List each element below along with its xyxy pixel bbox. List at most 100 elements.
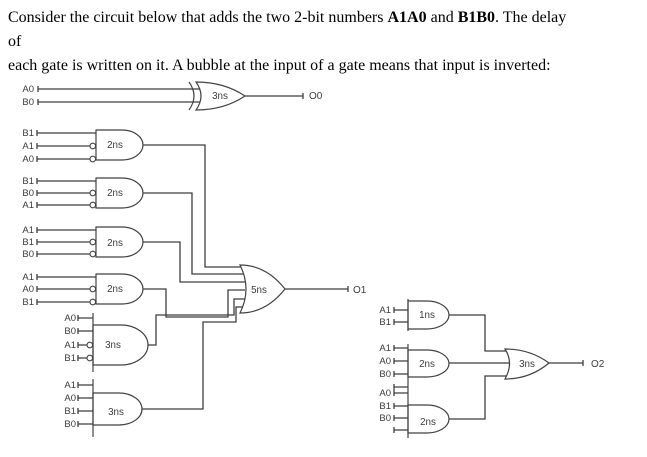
and-gate-body [407,404,450,434]
wire-g8-in3 [393,371,408,377]
wire-g7-in2 [393,319,408,325]
input-label: B1 [22,128,34,139]
wire-g7-in1 [393,307,408,313]
wire-g3-in2 [36,239,90,245]
input-label: A1 [379,343,391,354]
input-label: A0 [22,154,34,165]
wire-o1 [285,286,349,292]
wire-g6-in2 [77,395,93,401]
input-label: B1 [379,401,391,412]
wire-g2-in3 [36,202,90,208]
and-gate-body [407,300,450,330]
wire-g1-in2 [36,143,90,149]
input-label: B1 [379,317,391,328]
gate-delay-label: 3ns [105,340,121,351]
wire-g3-in1 [36,227,96,233]
wire-g5-in1 [77,315,93,321]
wire-g6-in1 [77,382,93,388]
wire-o0 [245,93,304,99]
wires [36,86,584,433]
input-label: A0 [22,284,34,295]
gate-delay-label: 2ns [419,359,435,370]
inversion-bubble [89,155,97,163]
wire-g1-in1 [36,130,96,136]
wire-g3-in3 [36,251,90,257]
operand-a: A1A0 [387,9,427,26]
input-label: B0 [379,413,391,424]
wire-g9-or2 [449,375,512,420]
input-label: B1 [22,297,34,308]
output-label-o2: O2 [591,359,605,370]
operand-b: B1B0 [457,9,496,26]
wire-b0-xor [37,99,200,105]
or-gate-2: 3ns O2 [503,348,605,380]
wire-g3-or1 [143,241,245,283]
output-label-o0: O0 [309,91,323,102]
and-gate-8: 2ns A1 A0 B0 [379,343,450,390]
input-label: A1 [22,141,34,152]
input-label: B1 [64,353,76,364]
and-gate-7: 1ns A1 B1 [379,299,450,331]
wire-g8-in2 [393,358,408,364]
wire-g4-or1 [143,288,245,318]
gate-delay-label: 2ns [107,140,123,151]
wire-g6-in3 [77,408,93,414]
gate-delay-label: 5ns [251,285,267,296]
wire-g2-in2 [36,190,90,196]
wire-g9-in4 [393,427,408,433]
xor-gate-back-arc [188,81,195,111]
inversion-bubble [89,142,97,150]
and-gate-1: 2ns B1 A1 A0 [22,128,144,165]
wire-g2-in1 [36,178,96,184]
and-gate-body [95,177,144,209]
input-label: A1 [22,225,34,236]
wire-g5-in2 [77,328,93,334]
gate-delay-label: 1ns [419,310,435,321]
and-gate-5: 3ns A0 B0 A1 B1 [64,313,149,372]
xor-gate-body [194,81,247,111]
wire-g1-or1 [143,144,245,268]
and-gate-body [95,273,144,305]
input-label: A0 [64,393,76,404]
inversion-bubble [89,298,97,306]
input-label: B1 [22,176,34,187]
and-gate-4: 2ns A1 A0 B1 [22,272,144,308]
and-gate-3: 2ns A1 B1 B0 [22,225,144,260]
input-label: A0 [22,84,34,95]
input-label: A0 [379,356,391,367]
and-gate-body [407,349,450,378]
wire-g6-in4 [77,421,93,427]
gate-delay-label: 2ns [420,417,436,428]
wire-g9-in2 [393,403,408,409]
xor-gate: 3ns A0 B0 O0 [22,81,323,111]
wire-g6-or1 [142,306,245,410]
question-text: Consider the circuit below that adds the… [8,6,568,78]
and-gate-9: 2ns A0 B1 B0 [379,388,450,438]
or-gate-1: 5ns O1 [239,264,367,314]
inversion-bubble [86,341,94,349]
wire-g4-in3 [36,299,90,305]
and-gate-body [92,392,143,426]
output-label-o1: O1 [353,285,367,296]
wire-g2-or1 [143,192,245,275]
input-label: A0 [64,313,76,324]
wire-g9-in1 [393,390,408,396]
wire-g5-or1 [148,298,245,346]
wire-a0-xor [37,86,200,92]
inversion-bubble [89,238,97,246]
and-gate-body [95,129,144,161]
wire-g8-in1 [393,345,408,351]
question-line-1: Consider the circuit below that adds the… [8,9,567,50]
xor-delay-label: 3ns [212,91,228,102]
or-gate-body [239,264,286,314]
gate-delay-label: 2ns [107,238,123,249]
and-gate-6: 3ns A1 A0 B1 B0 [64,379,143,437]
input-label: A1 [379,305,391,316]
input-label: B1 [64,406,76,417]
input-label: A1 [64,380,76,391]
input-label: B1 [22,237,34,248]
wire-g5-in3 [77,342,87,348]
inversion-bubble [89,250,97,258]
